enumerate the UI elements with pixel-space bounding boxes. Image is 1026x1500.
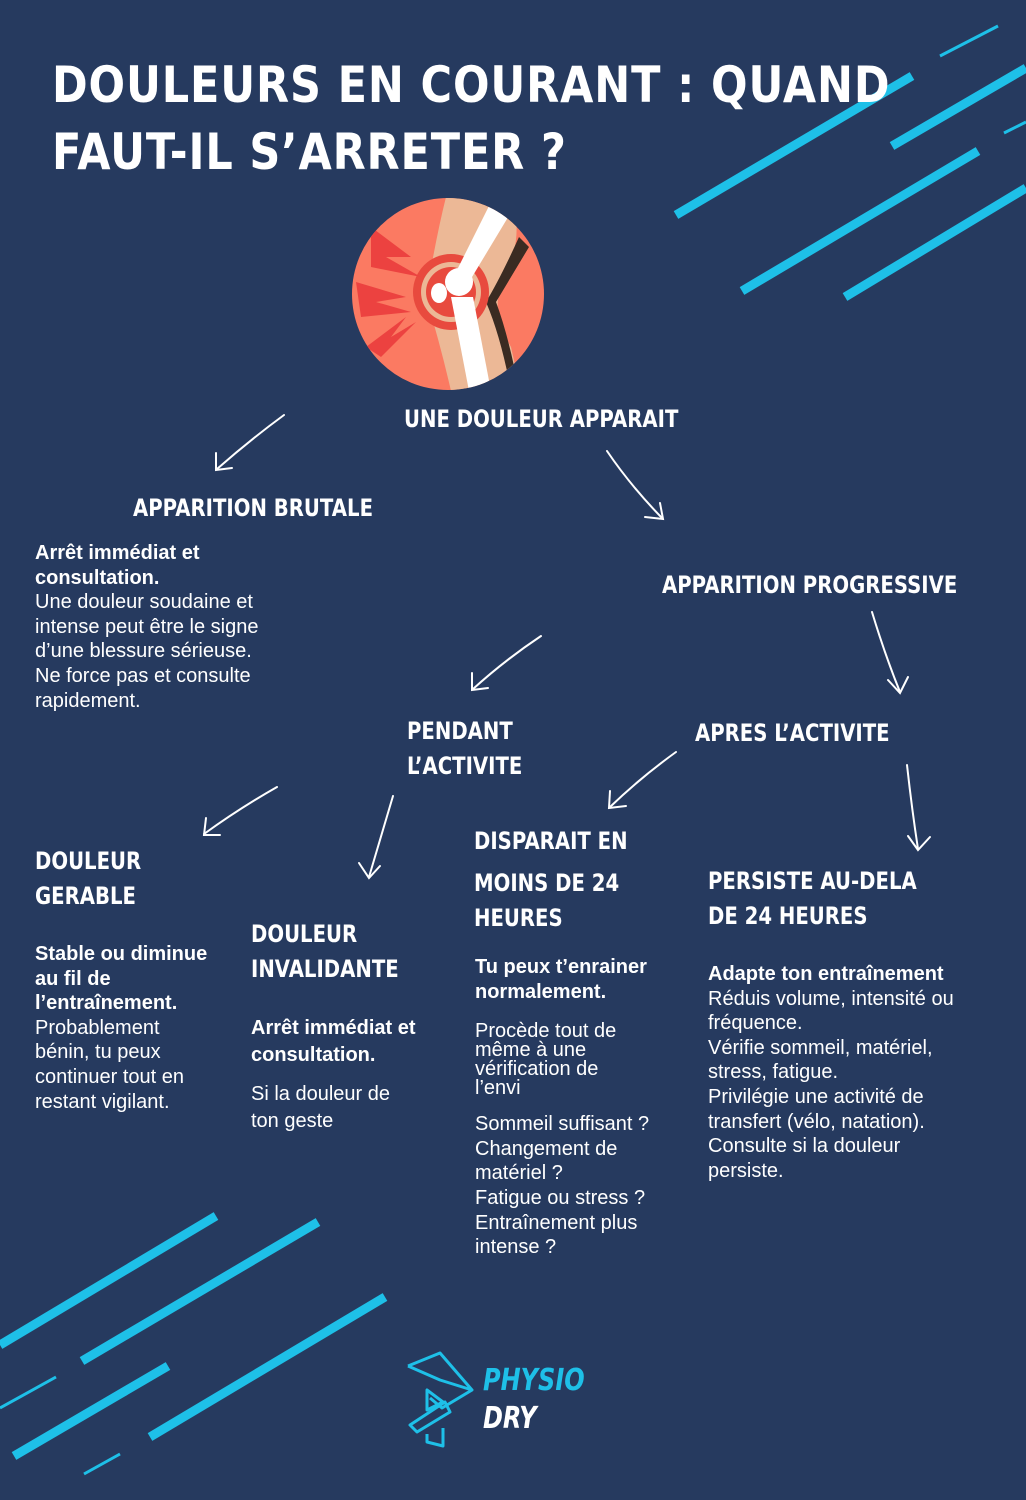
node-pendant-activite: Pendantl’activite [407, 717, 523, 780]
arrow-to-apres [871, 611, 909, 695]
persiste-description: Adapte ton entraînement Réduis volume, i… [708, 963, 954, 1182]
arrow-to-progressive [606, 450, 665, 521]
logo-mark-icon [407, 1351, 474, 1448]
arrow-to-invalidante [358, 795, 394, 880]
arrow-to-brutale [215, 414, 285, 472]
node-une-douleur-apparait: Une douleur apparait [404, 405, 679, 433]
physio-dry-logo: PHYSIO DRY [405, 1350, 585, 1450]
node-douleur-gerable: Douleurgerable [35, 847, 142, 910]
node-disparait-24h: Disparait enmoins de 24heures [474, 827, 628, 932]
node-douleur-invalidante: Douleurinvalidante [251, 920, 399, 983]
arrow-to-gerable [202, 786, 278, 836]
page-title: Douleurs en courant : quandfaut-il s’arr… [52, 56, 891, 181]
node-apres-activite: Apres l’activite [695, 719, 890, 747]
arrow-to-persiste [906, 764, 931, 852]
node-persiste-24h: Persiste au-delade 24 heures [708, 867, 917, 930]
arrow-to-pendant [471, 635, 542, 692]
node-apparition-progressive: Apparition progressive [662, 571, 958, 599]
knee-pain-illustration [352, 198, 544, 390]
node-apparition-brutale: Apparition brutale [133, 494, 374, 522]
arrow-to-disparait [607, 751, 677, 810]
